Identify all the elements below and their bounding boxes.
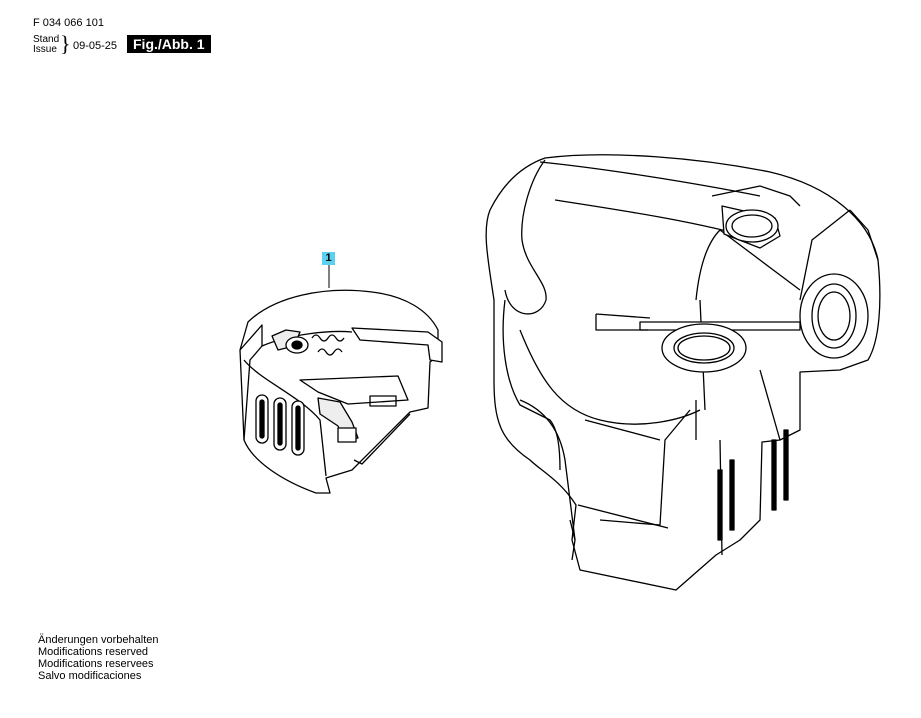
stand-issue-labels: Stand Issue xyxy=(33,35,59,55)
issue-date: 09-05-25 xyxy=(73,40,118,52)
note-line: Salvo modificaciones xyxy=(38,670,142,682)
figure-label: Fig./Abb. 1 xyxy=(127,35,211,53)
note-line: Modifications reservees xyxy=(38,658,154,670)
document-number: F 034 066 101 xyxy=(33,17,104,29)
brace-glyph: } xyxy=(60,31,71,56)
issue-label: Issue xyxy=(33,44,57,55)
note-line: Änderungen vorbehalten xyxy=(38,634,159,646)
part-1-battery-holder xyxy=(239,289,443,494)
note-line: Modifications reserved xyxy=(38,646,149,658)
modification-notes: Änderungen vorbehalten Modifications res… xyxy=(38,634,158,682)
laser-housing xyxy=(485,154,881,591)
stand-label: Stand xyxy=(33,34,60,45)
callout-1: 1 xyxy=(322,252,335,265)
